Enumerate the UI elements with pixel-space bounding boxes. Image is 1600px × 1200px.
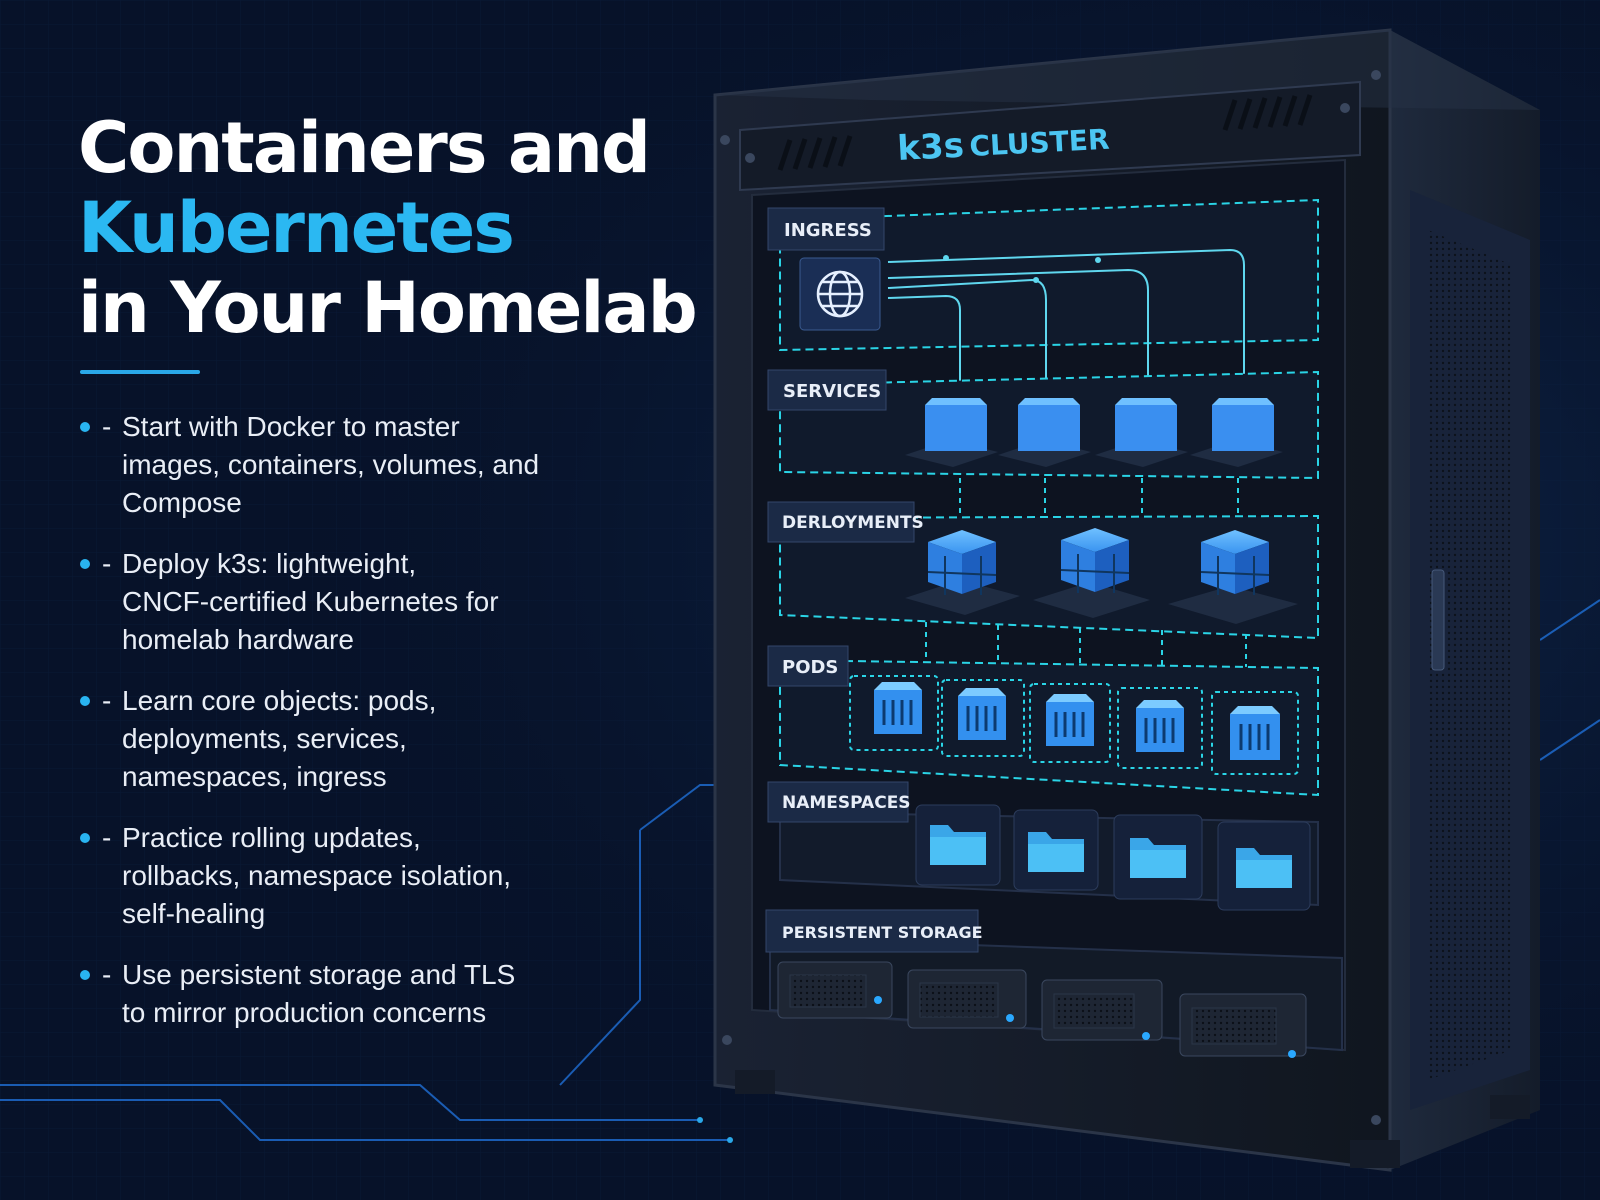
bullet-dash: - bbox=[102, 548, 112, 579]
ingress-layer: INGRESS bbox=[767, 198, 1319, 352]
cluster-label: CLUSTER bbox=[969, 123, 1111, 163]
service-cube-icon bbox=[1095, 398, 1188, 467]
title-underline bbox=[80, 370, 200, 374]
deployment-cube-cluster-icon bbox=[905, 530, 1020, 615]
bullet-dash: - bbox=[102, 959, 112, 990]
deployments-layer: DERLOYMENTS bbox=[767, 501, 1319, 640]
bullet-item: - Practice rolling updates,rollbacks, na… bbox=[78, 819, 638, 933]
layer-label-pods: PODS bbox=[782, 657, 838, 678]
deployment-cube-cluster-icon bbox=[1033, 528, 1150, 618]
bullet-text: Deploy k3s: lightweight,CNCF-certified K… bbox=[122, 548, 499, 655]
pod-container-icon bbox=[958, 688, 1006, 740]
title-line-3: in Your Homelab bbox=[78, 267, 698, 349]
bullet-dash: - bbox=[102, 685, 112, 716]
deployment-links bbox=[925, 622, 1247, 680]
title-line-2: Kubernetes bbox=[78, 187, 515, 269]
page-title: Containers and Kubernetes in Your Homela… bbox=[78, 108, 698, 348]
deployment-cube-cluster-icon bbox=[1168, 530, 1298, 624]
pod-container-icon bbox=[1046, 694, 1094, 746]
storage-layer: PERSISTENT STORAGE bbox=[765, 909, 1343, 1058]
storage-drive-icon bbox=[777, 961, 893, 1019]
pod-container-icon bbox=[1136, 700, 1184, 752]
service-links bbox=[959, 478, 1239, 520]
bullet-dot-icon bbox=[80, 696, 90, 706]
title-line-1: Containers and bbox=[78, 107, 651, 189]
storage-drive-icon bbox=[1041, 979, 1163, 1041]
bullet-dot-icon bbox=[80, 559, 90, 569]
globe-icon bbox=[816, 270, 864, 318]
layer-label-ingress: INGRESS bbox=[784, 220, 872, 241]
layer-label-services: SERVICES bbox=[783, 381, 881, 402]
bullet-item: - Deploy k3s: lightweight,CNCF-certified… bbox=[78, 545, 638, 659]
service-cube-icon bbox=[1190, 398, 1283, 467]
bullet-dot-icon bbox=[80, 970, 90, 980]
bullet-text: Learn core objects: pods,deployments, se… bbox=[122, 685, 437, 792]
bullet-dash: - bbox=[102, 411, 112, 442]
layer-label-storage: PERSISTENT STORAGE bbox=[782, 923, 983, 942]
layer-label-namespaces: NAMESPACES bbox=[782, 793, 911, 813]
pods-layer: PODS bbox=[767, 645, 1319, 797]
service-cube-icon bbox=[998, 398, 1091, 467]
namespaces-layer: NAMESPACES bbox=[767, 781, 1319, 911]
ingress-routes bbox=[887, 248, 1245, 325]
layer-label-deployments: DERLOYMENTS bbox=[782, 513, 924, 533]
bullet-dot-icon bbox=[80, 833, 90, 843]
bullet-item: - Learn core objects: pods,deployments, … bbox=[78, 682, 638, 796]
storage-drive-icon bbox=[1179, 993, 1307, 1058]
bullet-text: Practice rolling updates,rollbacks, name… bbox=[122, 822, 512, 929]
cluster-brand: k3s bbox=[896, 126, 965, 169]
service-cube-icon bbox=[905, 398, 998, 467]
services-layer: SERVICES bbox=[767, 369, 1319, 480]
pod-container-icon bbox=[1230, 706, 1280, 760]
storage-drive-icon bbox=[907, 969, 1027, 1029]
pod-container-icon bbox=[874, 682, 922, 734]
bullet-dot-icon bbox=[80, 422, 90, 432]
bullet-dash: - bbox=[102, 822, 112, 853]
